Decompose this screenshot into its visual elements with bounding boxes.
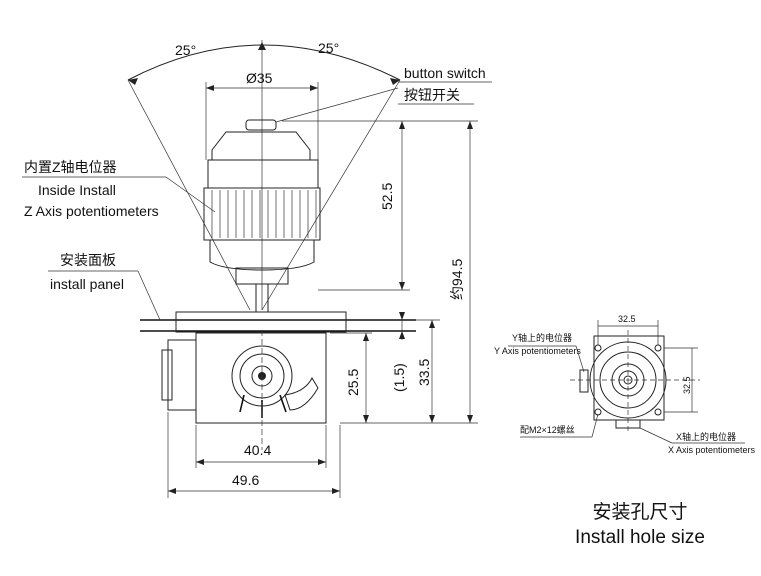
depth-dimensions: 25.5 (1.5) 33.5 (330, 312, 440, 423)
button-switch-cn: 按钮开关 (404, 87, 460, 103)
install-panel (140, 311, 416, 333)
width-outer-label: 49.6 (232, 472, 259, 488)
diameter-label: Ø35 (246, 70, 273, 86)
height-dimension: 52.5 (282, 120, 410, 291)
z-pot-callout: 内置Z轴电位器 Inside Install Z Axis potentiome… (22, 159, 216, 219)
install-panel-en: install panel (50, 276, 124, 292)
joystick-base (161, 330, 327, 450)
height-label: 52.5 (379, 183, 395, 210)
screw-label: 配M2×12螺丝 (520, 424, 575, 435)
joystick-knob (203, 119, 321, 313)
z-pot-en-2: Z Axis potentiometers (24, 203, 159, 219)
tilt-angle-indicator: 25° 25° (127, 40, 401, 311)
install-panel-cn: 安装面板 (60, 252, 116, 268)
overall-label: 约94.5 (449, 259, 465, 300)
angle-right-label: 25° (318, 40, 339, 56)
z-pot-cn: 内置Z轴电位器 (24, 159, 117, 175)
x-pot-cn: X轴上的电位器 (676, 431, 736, 442)
caption-en: Install hole size (575, 527, 705, 548)
y-pot-en: Y Axis potentiometers (494, 346, 581, 356)
depth-total-label: 33.5 (416, 359, 432, 386)
y-pot-cn: Y轴上的电位器 (512, 332, 572, 343)
top-view-dim-right: 32.5 (682, 376, 692, 394)
button-switch-callout: button switch 按钮开关 (275, 65, 492, 123)
width-inner-label: 40.4 (244, 442, 271, 458)
top-view-drawing: 32.5 32.5 Y轴上的电位器 Y Axis potentiometers … (494, 314, 756, 455)
knob-grip-texture (211, 190, 317, 238)
body-depth-label: 25.5 (345, 369, 361, 396)
install-panel-callout: 安装面板 install panel (48, 252, 161, 321)
x-pot-en: X Axis potentiometers (668, 445, 756, 455)
width-dimensions: 40.4 49.6 (167, 412, 341, 498)
caption-cn: 安装孔尺寸 (592, 501, 688, 523)
angle-left-label: 25° (175, 42, 196, 58)
panel-gap-label: (1.5) (391, 363, 407, 392)
z-pot-en-1: Inside Install (38, 182, 116, 198)
button-switch-en: button switch (404, 65, 486, 81)
overall-dimension: 约94.5 (340, 120, 478, 424)
top-view-dim-top: 32.5 (618, 314, 636, 324)
